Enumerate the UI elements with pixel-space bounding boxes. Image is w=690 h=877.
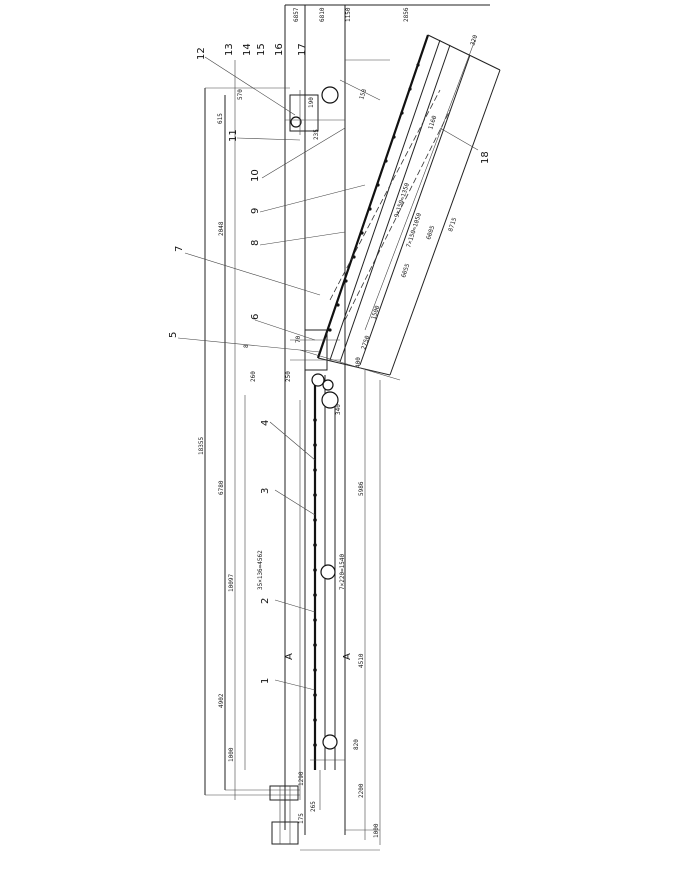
leader-lines (177, 56, 479, 691)
callout-17: 17 (297, 43, 308, 56)
dim-820: 820 (353, 739, 360, 750)
dim-pitch-lower: 35×136=4562 (257, 550, 264, 590)
callout-3: 3 (260, 488, 271, 494)
dim-incline-6085: 6085 (425, 224, 436, 240)
dim-10097: 10097 (228, 574, 235, 592)
dim-1150: 1150 (345, 7, 352, 22)
dim-1000: 1000 (228, 747, 235, 762)
dim-incline-6055: 6055 (400, 262, 411, 278)
dim-250: 250 (285, 371, 292, 382)
callout-13: 13 (224, 43, 235, 56)
dim-2750: 2750 (360, 334, 371, 350)
dim-340: 340 (335, 404, 342, 415)
dim-1500: 1500 (370, 304, 381, 320)
dim-1160: 1160 (427, 114, 438, 130)
dim-158: 158 (358, 88, 368, 101)
section-marker-a-2: A (342, 653, 353, 660)
callout-4: 4 (260, 420, 271, 426)
support-wheels (290, 86, 339, 750)
dim-6857: 6857 (293, 7, 300, 22)
dim-5986: 5986 (358, 481, 365, 496)
dim-570: 570 (237, 89, 244, 100)
dim-2200: 2200 (358, 783, 365, 798)
dim-4510: 4510 (358, 653, 365, 668)
callout-6: 6 (250, 314, 261, 320)
dim-265: 265 (310, 801, 317, 812)
callout-10: 10 (250, 169, 261, 182)
callout-2: 2 (260, 598, 271, 604)
dim-400: 400 (355, 357, 362, 368)
inclined-conveyor-frame (299, 34, 501, 381)
callout-labels: 1 2 3 4 5 6 7 8 9 10 11 12 13 14 15 16 1… (168, 43, 491, 684)
callout-15: 15 (256, 43, 267, 56)
callout-11: 11 (228, 129, 239, 142)
dim-overall-length: 18355 (198, 437, 205, 455)
dim-190: 190 (308, 97, 315, 108)
callout-16: 16 (274, 43, 285, 56)
dim-260: 260 (250, 371, 257, 382)
inclined-conveyor-rollers (328, 63, 420, 332)
dim-6780: 6780 (218, 480, 225, 495)
dim-320: 320 (469, 34, 479, 47)
dim-4902: 4902 (218, 693, 225, 708)
dim-8: 8 (243, 344, 250, 348)
callout-14: 14 (242, 43, 253, 56)
top-end-head-station (285, 59, 390, 135)
callout-1: 1 (260, 678, 271, 684)
callout-9: 9 (250, 208, 261, 214)
lower-conveyor-rollers (313, 418, 317, 747)
lower-conveyor-frame (299, 375, 345, 810)
dim-6810: 6810 (319, 7, 326, 22)
callout-12: 12 (196, 47, 207, 60)
dim-175: 175 (298, 813, 305, 824)
section-marker-a: A (284, 653, 295, 660)
callout-8: 8 (250, 240, 261, 246)
base-feet (269, 785, 299, 845)
dim-incline-8715: 8715 (447, 216, 458, 232)
callout-7: 7 (174, 246, 185, 252)
dim-1290: 1290 (298, 771, 305, 786)
callout-18: 18 (480, 151, 491, 164)
dim-235: 235 (313, 129, 320, 140)
dim-70: 70 (295, 335, 302, 343)
dim-pitch-lower-b: 7×220=1540 (339, 553, 346, 590)
dim-2856: 2856 (403, 7, 410, 22)
dim-2048: 2048 (218, 221, 225, 236)
dim-1000b: 1000 (373, 823, 380, 838)
dim-615: 615 (217, 113, 224, 124)
callout-5: 5 (168, 332, 179, 338)
drawing-frame (204, 4, 490, 851)
